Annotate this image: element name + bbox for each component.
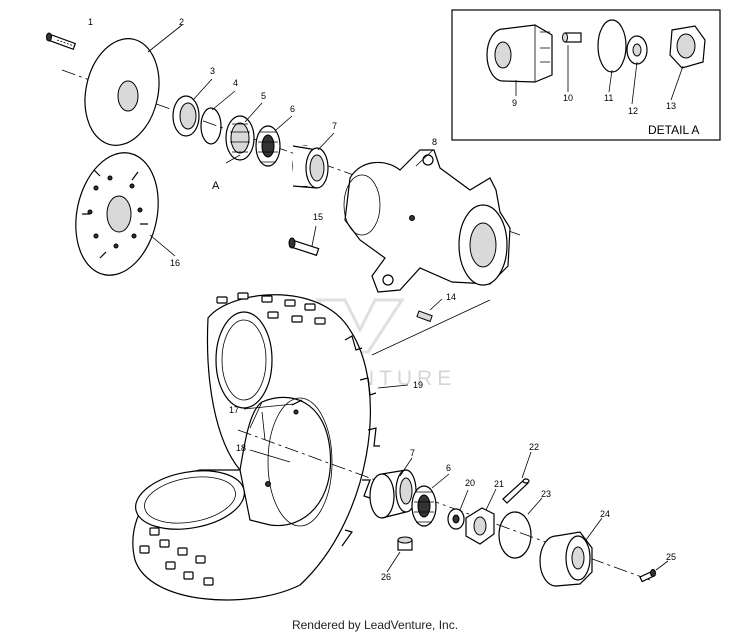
callout-8: 8	[432, 137, 437, 147]
part-26-valve	[397, 536, 413, 551]
callout-15: 15	[313, 212, 323, 222]
footer-credit: Rendered by LeadVenture, Inc.	[291, 618, 459, 632]
callout-23: 23	[541, 489, 551, 499]
detail-a-title: DETAIL A	[648, 123, 699, 137]
callout-4: 4	[233, 78, 238, 88]
callout-22: 22	[529, 442, 539, 452]
part-6-bearing	[255, 125, 281, 167]
callout-16: 16	[170, 258, 180, 268]
callout-12: 12	[628, 106, 638, 116]
callout-10: 10	[563, 93, 573, 103]
callout-25: 25	[666, 552, 676, 562]
marker-a: A	[212, 180, 220, 192]
part-8-knuckle	[343, 149, 511, 293]
part-22-cotter-pin	[502, 478, 530, 504]
part-7b-race	[369, 469, 417, 519]
part-14-pin	[416, 310, 433, 323]
callout-2: 2	[179, 17, 184, 27]
part-5-bearing	[225, 115, 255, 161]
part-4-ring	[200, 107, 222, 145]
callout-7: 7	[332, 121, 337, 131]
callout-6b: 6	[446, 463, 451, 473]
part-12-washer	[626, 35, 648, 65]
callout-7b: 7	[410, 448, 415, 458]
callout-17: 17	[229, 405, 239, 415]
lower-axis-line	[237, 429, 651, 581]
part-1-bolt	[46, 32, 77, 50]
part-13-nut	[669, 25, 706, 69]
part-6b-bearing	[411, 485, 437, 527]
part-16-rotor	[75, 152, 159, 276]
part-18-rim	[239, 396, 333, 527]
callout-3: 3	[210, 66, 215, 76]
part-21-nut	[465, 507, 495, 545]
part-25-screw	[639, 569, 656, 583]
callout-11: 11	[604, 93, 613, 103]
part-24-hub-cap	[539, 531, 593, 587]
callout-14: 14	[446, 292, 456, 302]
callout-19: 19	[413, 380, 423, 390]
callout-6: 6	[290, 104, 295, 114]
part-20-washer	[447, 508, 465, 530]
part-3-seal	[172, 95, 200, 137]
callouts: 1 2 3 4 5 6 7 8 A 15 16 14 19 17 18 7 6 …	[88, 17, 676, 582]
callout-5: 5	[261, 91, 266, 101]
callout-21: 21	[494, 479, 504, 489]
callout-1: 1	[88, 17, 93, 27]
callout-24: 24	[600, 509, 610, 519]
callout-18: 18	[236, 443, 246, 453]
part-15-bolt	[288, 237, 320, 257]
detail-a-box: DETAIL A 9 10 11	[451, 9, 721, 141]
leader-lines	[147, 24, 669, 573]
callout-20: 20	[465, 478, 475, 488]
part-10-pin	[562, 32, 582, 43]
callout-9: 9	[512, 98, 517, 108]
callout-13: 13	[666, 101, 676, 111]
part-9-hub	[486, 24, 553, 83]
part-11-ring	[597, 19, 627, 73]
callout-26: 26	[381, 572, 391, 582]
part-23-oring	[498, 511, 532, 559]
part-7-race	[292, 145, 329, 189]
part-2-shield	[84, 38, 160, 146]
